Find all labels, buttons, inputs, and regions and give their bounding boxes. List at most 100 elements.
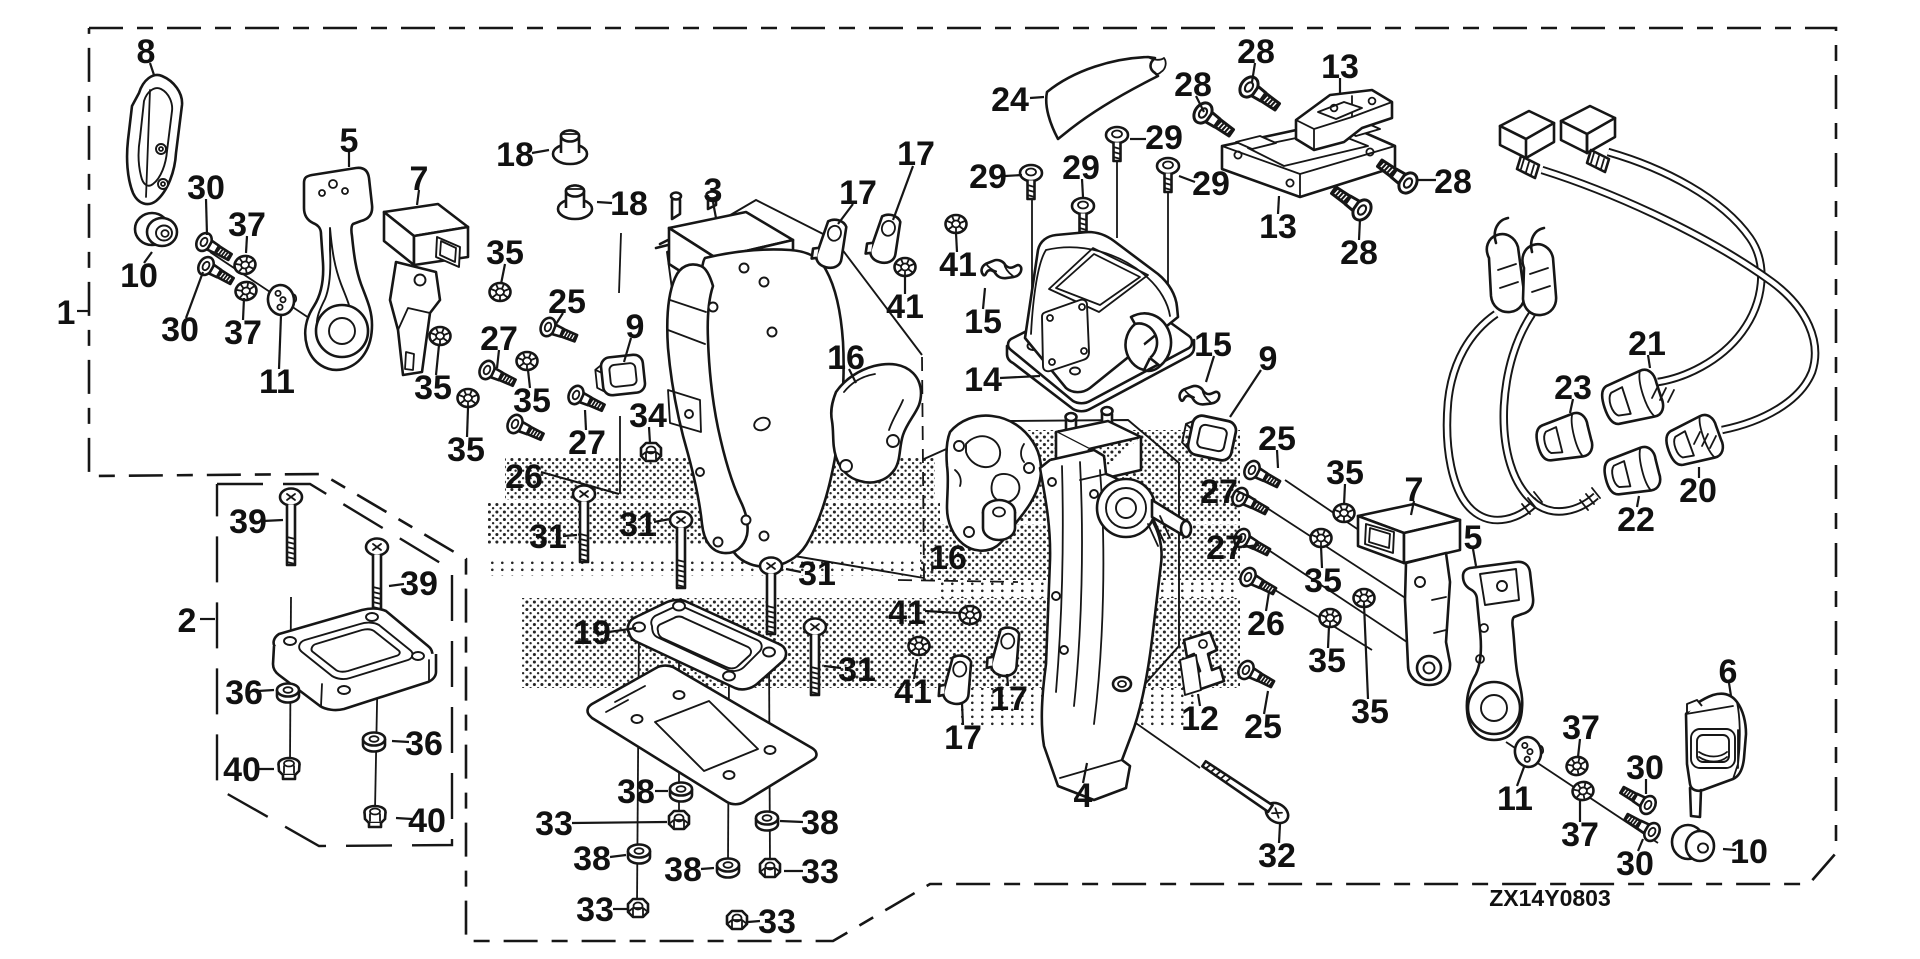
part-label-20: 20 [1679,472,1717,510]
part-label-30: 30 [187,169,225,207]
leader-line [1262,690,1270,715]
part-label-29: 29 [1192,165,1230,203]
part-mount-plate [586,664,818,806]
part-label-31: 31 [529,518,567,556]
part-label-17: 17 [897,135,935,173]
part-label-35: 35 [513,382,551,420]
part-label-28: 28 [1340,234,1378,272]
leader-line [184,271,205,319]
part-label-41: 41 [939,246,977,284]
leader-line [1635,495,1641,508]
leader-line [1471,548,1478,567]
part-label-35: 35 [1308,642,1346,680]
part-label-33: 33 [758,903,796,941]
part-38-washer [754,810,780,832]
part-label-10: 10 [1730,833,1768,871]
part-label-26: 26 [1247,605,1285,643]
part-label-35: 35 [1304,562,1342,600]
part-label-30: 30 [1626,749,1664,787]
leader-line [143,251,153,264]
part-10-bushing-right [1670,823,1716,863]
leader-line [526,369,532,389]
part-label-16: 16 [827,339,865,377]
part-35-nut [515,350,539,372]
part-label-27: 27 [1206,529,1244,567]
part-label-31: 31 [619,506,657,544]
part-8-handle [125,73,184,206]
part-label-39: 39 [400,565,438,603]
part-label-39: 39 [229,503,267,541]
part-label-8: 8 [137,33,156,71]
part-38-washer [626,843,652,865]
leader-line [499,263,507,285]
leader-line [244,235,249,254]
part-label-18: 18 [610,185,648,223]
leader-line [1326,625,1331,649]
part-13-bracket-set [1220,88,1397,199]
leader-line [1236,490,1257,501]
part-41-nut [907,635,931,657]
dashed-line [897,579,1019,583]
leader-line [823,664,842,670]
leader-line [1195,95,1205,113]
part-33-nut [758,857,782,879]
leader-line [1005,673,1010,687]
part-label-29: 29 [1062,149,1100,187]
part-label-28: 28 [1174,66,1212,104]
part-20-21-22-23-cables [1442,104,1820,525]
dashed-line [921,356,925,579]
part-35-nut [1309,527,1333,549]
leader-line [241,297,246,321]
part-label-1: 1 [57,294,76,332]
part-label-17: 17 [944,719,982,757]
part-label-2: 2 [178,602,197,640]
part-35-nut [1332,502,1356,524]
part-label-9: 9 [626,308,645,346]
leader-line [1727,682,1733,697]
leader-line [434,344,441,376]
leader-line [999,374,1041,380]
part-2-spacer [271,607,438,712]
leader-line [622,337,633,363]
part-16-gear-plate [945,414,1043,552]
stipple-area [488,560,940,576]
part-label-36: 36 [225,674,263,712]
leader-line [1636,838,1645,852]
leader-line [1264,591,1271,612]
leader-line [388,582,405,588]
axis-line [618,232,622,294]
parts-artwork [125,55,1820,931]
part-label-7: 7 [410,160,429,198]
part-label-15: 15 [964,303,1002,341]
part-label-38: 38 [664,851,702,889]
frame-box2 [215,482,454,848]
leader-line [1029,95,1045,100]
leader-line [1275,449,1280,469]
leader-line [912,658,919,680]
part-label-13: 13 [1321,48,1359,86]
part-label-32: 32 [1258,837,1296,875]
part-5-lever [302,166,374,372]
part-41-nut [944,213,968,235]
part-label-35: 35 [1351,693,1389,731]
part-35-nut [1318,607,1342,629]
leader-line [653,517,671,524]
leader-line [1576,738,1582,758]
frame-outer_region [87,26,1838,943]
part-label-19: 19 [573,614,611,652]
part-label-37: 37 [1561,816,1599,854]
part-label-41: 41 [888,594,926,632]
part-36-washer [361,731,387,753]
part-label-4: 4 [1074,777,1093,815]
part-label-25: 25 [548,283,586,321]
part-24-sheet [1044,55,1167,141]
part-label-29: 29 [1145,119,1183,157]
part-35-nut [456,387,480,409]
leader-line [1319,545,1324,569]
leader-line [848,368,857,384]
leader-line [1229,369,1262,418]
leader-line [1342,483,1347,506]
part-6-handle [1684,692,1748,819]
leader-line [608,626,637,634]
